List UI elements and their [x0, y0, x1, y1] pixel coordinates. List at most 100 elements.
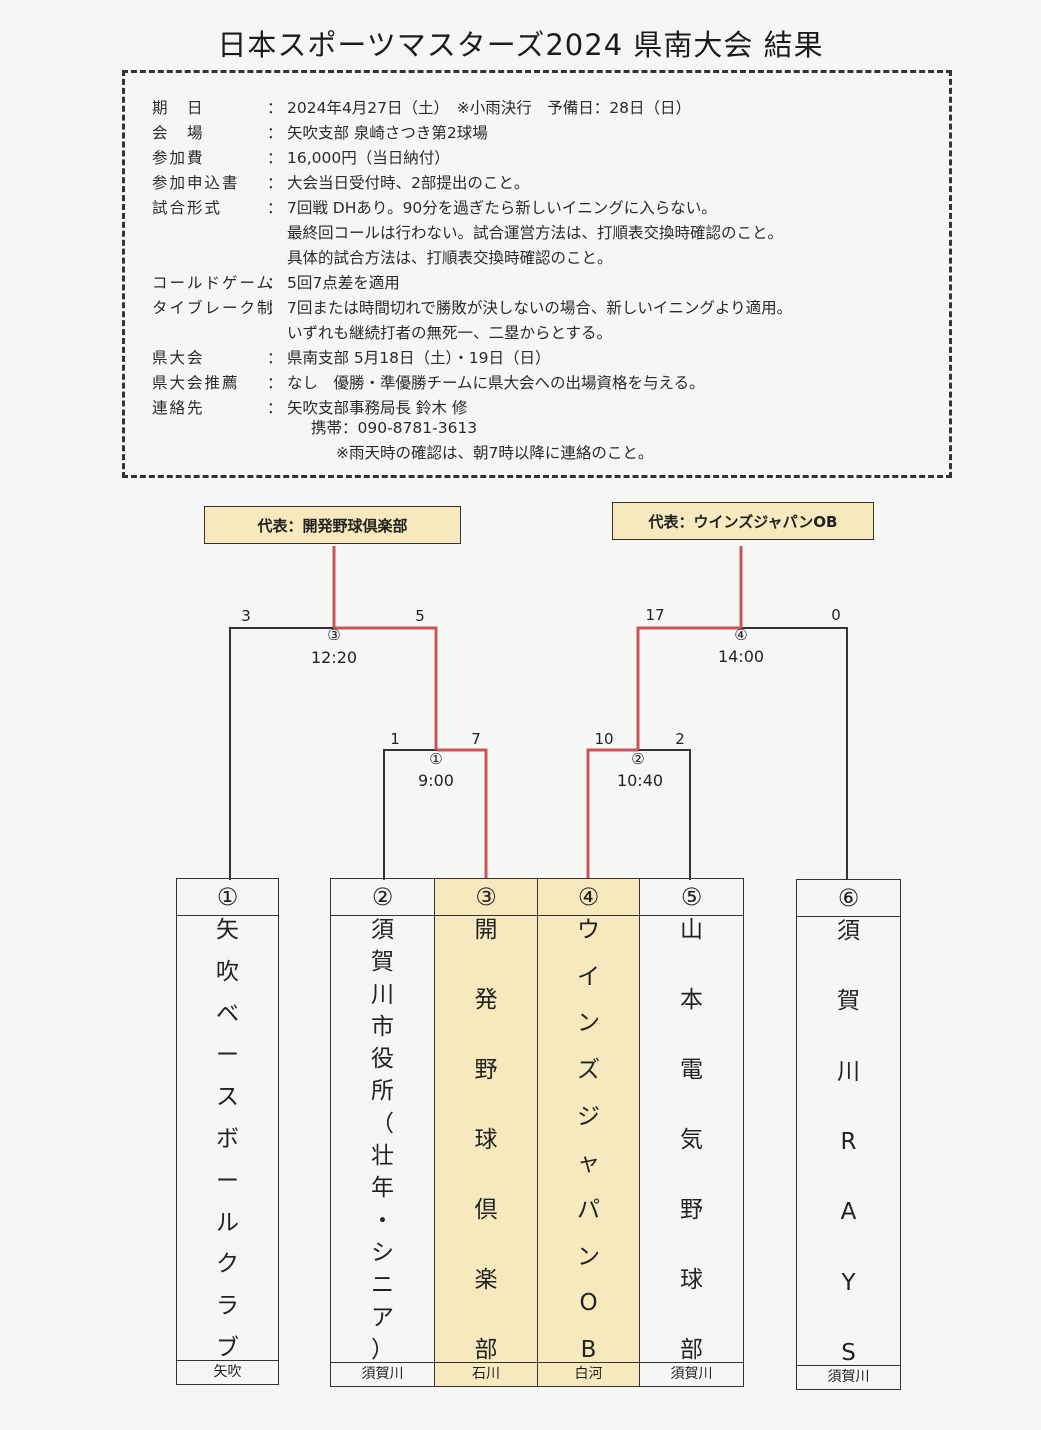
team-name-char: ン — [577, 1010, 600, 1037]
team-name-char: 開 — [474, 917, 498, 943]
rain-note: ※雨天時の確認は、朝7時以降に連絡のこと。 — [336, 444, 654, 462]
score-m1-left: 1 — [390, 730, 400, 748]
team-name-char: 球 — [474, 1127, 498, 1153]
team-name-char: 球 — [680, 1267, 703, 1293]
team-name-vertical: 山本電気野球部 — [640, 919, 743, 1362]
team-name-char: ク — [216, 1251, 239, 1278]
score-m4-right: 0 — [831, 606, 841, 624]
match-no-4: ④ — [734, 626, 748, 644]
team-name: 矢吹ベースボールクラブ — [177, 919, 278, 1360]
info-value: いずれも継続打者の無死一、二塁からとする。 — [287, 324, 613, 342]
team-name-char: R — [840, 1128, 857, 1155]
match-time-1: 9:00 — [418, 771, 454, 790]
bracket-line-m3-left — [229, 627, 334, 880]
team-region: 須賀川 — [331, 1362, 434, 1386]
info-key: 期 日 — [152, 99, 205, 117]
team-name-vertical: 矢吹ベースボールクラブ — [177, 919, 278, 1360]
bracket-line-m2-right — [638, 749, 691, 880]
team-name-char: ブ — [216, 1334, 239, 1361]
team-name-char: ー — [216, 1167, 239, 1194]
team-name-char: Y — [841, 1269, 856, 1296]
team-name-char: O — [579, 1290, 598, 1317]
team-name-char: イ — [577, 963, 600, 990]
info-colon: ： — [267, 299, 283, 317]
team-name-char: ン — [577, 1243, 600, 1270]
info-colon: ： — [267, 99, 283, 117]
page-title: 日本スポーツマスターズ2024 県南大会 結果 — [217, 28, 824, 62]
team-name: 開発野球倶楽部 — [435, 919, 537, 1362]
team-name-char: 川 — [837, 1058, 860, 1085]
team-name-vertical: 開発野球倶楽部 — [435, 919, 537, 1362]
team-name-char: 壮 — [371, 1143, 394, 1170]
info-value: なし 優勝・準優勝チームに県大会への出場資格を与える。 — [287, 374, 705, 392]
info-key: コールドゲーム — [152, 274, 275, 292]
team-number: ② — [331, 879, 434, 916]
team-name-char: パ — [577, 1196, 600, 1223]
bracket-line-m1-win — [437, 748, 488, 880]
team-name-char: 賀 — [837, 988, 860, 1015]
team-name-char: 吹 — [216, 958, 239, 985]
team-name-char: ス — [216, 1084, 239, 1111]
team-name-char: 本 — [680, 987, 703, 1013]
team-region: 矢吹 — [177, 1360, 278, 1384]
team-name-char: 発 — [474, 987, 498, 1013]
team-number: ⑥ — [797, 880, 900, 917]
team-name-char: ー — [216, 1042, 239, 1069]
team-name-char: 野 — [680, 1197, 703, 1223]
team-name-char: 須 — [837, 918, 860, 944]
team-name-char: B — [580, 1336, 597, 1363]
info-colon: ： — [267, 274, 283, 292]
team-name-char: 部 — [680, 1337, 703, 1363]
team-name-char: ベ — [216, 1000, 239, 1027]
team-name-char: ル — [216, 1209, 239, 1236]
info-colon: ： — [267, 149, 283, 167]
team-number: ③ — [435, 879, 537, 916]
team-name-char: 年 — [371, 1175, 394, 1202]
info-value: 2024年4月27日（土） ※小雨決行 予備日：28日（日） — [287, 99, 691, 117]
team-number: ⑤ — [640, 879, 743, 916]
info-colon: ： — [267, 124, 283, 142]
team-name-char: ニ — [371, 1272, 394, 1299]
match-time-3: 12:20 — [310, 648, 358, 667]
team-name-char: 電 — [680, 1057, 703, 1083]
info-key: 県大会推薦 — [152, 374, 240, 392]
score-m4-left: 17 — [645, 606, 665, 624]
info-value: 最終回コールは行わない。試合運営方法は、打順表交換時確認のこと。 — [287, 224, 784, 242]
score-m3-right: 5 — [415, 607, 425, 625]
team-name-char: （ — [371, 1110, 394, 1137]
score-m1-right: 7 — [471, 730, 481, 748]
team-region: 須賀川 — [640, 1362, 743, 1386]
info-colon: ： — [267, 174, 283, 192]
team-name-char: 川 — [371, 981, 394, 1008]
info-colon: ： — [267, 374, 283, 392]
info-value: 矢吹支部事務局長 鈴木 修 — [287, 399, 468, 417]
team-name-char: ・ — [371, 1207, 394, 1234]
team-name-char: 須 — [371, 917, 394, 943]
team-name-char: シ — [371, 1239, 394, 1266]
team-region: 須賀川 — [797, 1365, 900, 1389]
team-name-char: ） — [371, 1336, 394, 1363]
info-key: タイブレーク制 — [152, 299, 275, 317]
team-name-char: 楽 — [474, 1267, 498, 1293]
info-value: 大会当日受付時、2部提出のこと。 — [287, 174, 530, 192]
team-number: ① — [177, 879, 278, 916]
bracket-line-m4-win — [636, 626, 741, 750]
bracket-line-m4-right — [741, 627, 848, 880]
team-name-char: 倶 — [474, 1197, 498, 1223]
info-key: 会 場 — [152, 124, 205, 142]
bracket-line-m1-left — [383, 749, 437, 880]
tournament-info-box — [122, 70, 952, 478]
team-name: 須賀川市役所（壮年・シニア） — [331, 919, 434, 1362]
team-name-char: 矢 — [216, 917, 239, 943]
score-m3-left: 3 — [241, 607, 251, 625]
team-name-char: 市 — [371, 1013, 394, 1040]
